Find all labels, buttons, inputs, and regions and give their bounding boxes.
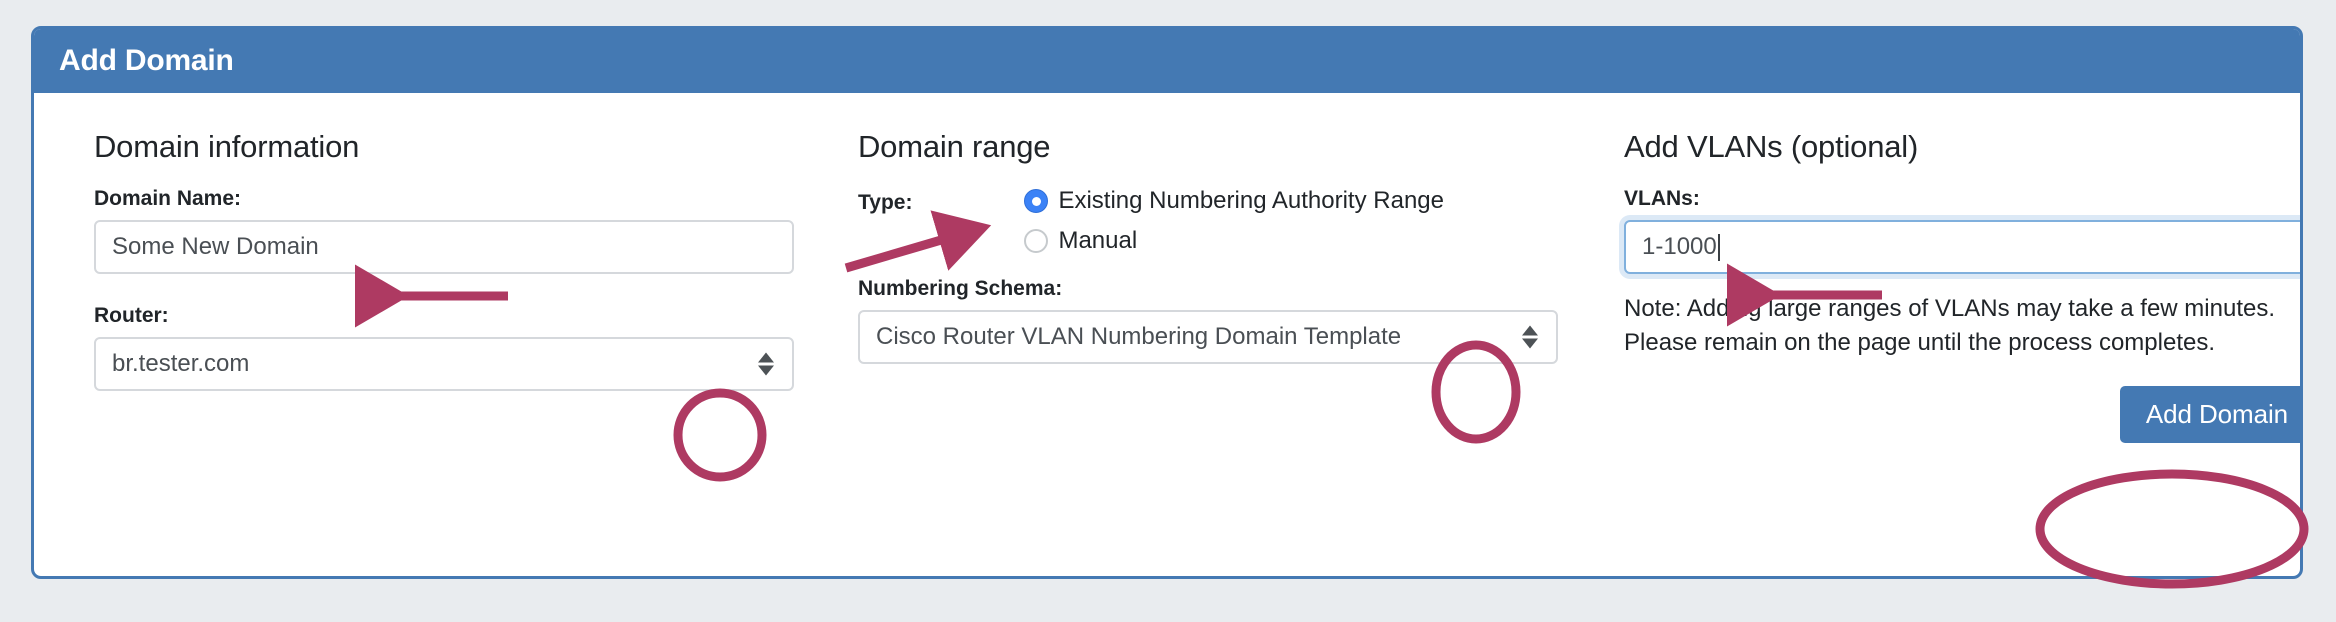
- radio-label-manual: Manual: [1058, 227, 1138, 254]
- column-add-vlans: Add VLANs (optional) VLANs: 1-1000 Note:…: [1576, 129, 2300, 444]
- numbering-schema-label: Numbering Schema:: [858, 277, 1063, 300]
- numbering-schema-select[interactable]: Cisco Router VLAN Numbering Domain Templ…: [858, 310, 1558, 364]
- type-radio-group: Existing Numbering Authority Range Manua…: [1024, 187, 1444, 255]
- radio-selected-icon: [1024, 189, 1049, 213]
- vlans-label: VLANs:: [1624, 187, 1700, 210]
- text-cursor: [1717, 233, 1720, 261]
- vlans-value: 1-1000: [1642, 233, 1717, 260]
- add-domain-card: Add Domain Domain information Domain Nam…: [31, 26, 2303, 579]
- add-domain-button[interactable]: Add Domain: [2119, 386, 2300, 444]
- type-label: Type:: [858, 191, 913, 214]
- type-row: Type: Existing Numbering Authority Range…: [858, 187, 1576, 255]
- numbering-schema-value: Cisco Router VLAN Numbering Domain Templ…: [876, 323, 1402, 350]
- chevron-down-icon: [1522, 338, 1538, 349]
- card-body: Domain information Domain Name: Some New…: [34, 93, 2300, 444]
- page-title: Add Domain: [59, 44, 234, 77]
- router-value: br.tester.com: [112, 350, 250, 377]
- radio-existing-numbering-authority-range[interactable]: Existing Numbering Authority Range: [1024, 187, 1444, 215]
- section-heading-domain-range: Domain range: [858, 129, 1051, 164]
- chevron-down-icon: [758, 365, 774, 376]
- numbering-schema-stepper-icon[interactable]: [1522, 325, 1538, 349]
- domain-name-value: Some New Domain: [112, 233, 319, 260]
- card-header: Add Domain: [34, 29, 2300, 93]
- router-stepper-icon[interactable]: [758, 352, 774, 376]
- radio-unselected-icon: [1024, 229, 1049, 253]
- column-domain-information: Domain information Domain Name: Some New…: [56, 129, 816, 443]
- vlans-note: Note: Adding large ranges of VLANs may t…: [1624, 295, 2276, 357]
- radio-label-existing: Existing Numbering Authority Range: [1058, 187, 1444, 214]
- router-label: Router:: [94, 304, 169, 327]
- router-select[interactable]: br.tester.com: [94, 337, 794, 391]
- chevron-up-icon: [1522, 325, 1538, 336]
- section-heading-domain-information: Domain information: [94, 129, 360, 164]
- vlans-input[interactable]: 1-1000: [1624, 220, 2300, 274]
- chevron-up-icon: [758, 352, 774, 363]
- domain-name-input[interactable]: Some New Domain: [94, 220, 794, 274]
- button-row: Add Domain: [1624, 386, 2300, 444]
- section-heading-add-vlans: Add VLANs (optional): [1624, 129, 1919, 164]
- domain-name-label: Domain Name:: [94, 187, 242, 210]
- column-domain-range: Domain range Type: Existing Numbering Au…: [816, 129, 1576, 443]
- radio-manual[interactable]: Manual: [1024, 227, 1444, 255]
